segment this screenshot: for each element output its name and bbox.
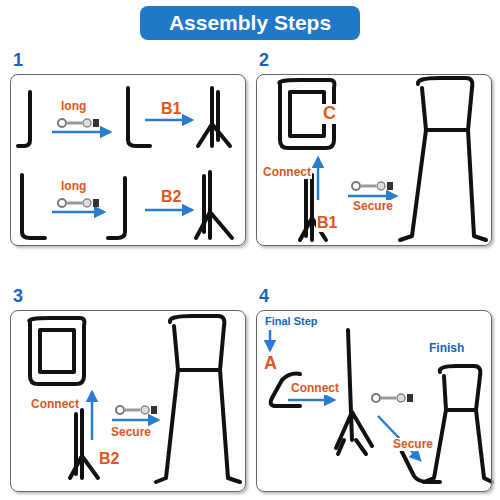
part-name: B2 xyxy=(98,450,120,468)
step-label: Secure xyxy=(110,426,152,439)
stand-parts xyxy=(196,172,232,238)
step-arrows xyxy=(317,158,320,200)
step-number: 2 xyxy=(259,50,269,71)
step-label: Finish xyxy=(428,342,465,355)
step-label: Connect xyxy=(262,166,312,179)
step-arrows xyxy=(52,211,104,214)
part-name: B1 xyxy=(316,214,338,232)
bolt-icons xyxy=(352,182,393,190)
stand-parts xyxy=(128,88,150,146)
stand-parts xyxy=(70,410,98,478)
bolt-icons xyxy=(58,199,99,207)
part-name: B1 xyxy=(160,100,182,118)
stand-parts xyxy=(18,92,30,146)
stand-parts xyxy=(424,366,492,482)
step-panel: 4 xyxy=(256,310,492,492)
part-name: B2 xyxy=(160,188,182,206)
stand-parts xyxy=(22,175,45,238)
length-note: long xyxy=(60,180,87,193)
step-arrows xyxy=(112,419,158,422)
step-arrows xyxy=(145,209,192,212)
step-label: Connect xyxy=(290,382,340,395)
step-number: 4 xyxy=(259,286,269,307)
stand-parts xyxy=(336,330,372,454)
stand-parts xyxy=(18,78,492,482)
step-label: Connect xyxy=(30,398,80,411)
stand-parts xyxy=(290,92,324,136)
part-name: C xyxy=(322,104,337,124)
step-label: Secure xyxy=(352,200,394,213)
length-note: long xyxy=(60,100,87,113)
stand-parts xyxy=(108,178,125,238)
step-arrows xyxy=(145,119,192,122)
step-number: 3 xyxy=(13,286,23,307)
step-arrows xyxy=(348,195,396,198)
step-label: Final Step xyxy=(264,315,319,327)
step-label: Secure xyxy=(392,438,434,451)
stand-parts xyxy=(29,318,84,384)
bolt-icons xyxy=(58,119,413,414)
stand-parts xyxy=(400,78,486,240)
bolt-icons xyxy=(372,394,413,402)
step-panel: 2 xyxy=(256,74,492,246)
bolt-icons xyxy=(116,406,157,414)
step-number: 1 xyxy=(13,50,23,71)
step-arrows xyxy=(269,330,272,350)
stand-parts xyxy=(198,88,230,146)
part-name: A xyxy=(263,354,278,374)
bolt-icons xyxy=(58,119,99,127)
step-panel: 1 xyxy=(10,74,246,246)
step-arrows xyxy=(52,131,110,134)
step-arrows xyxy=(91,392,94,440)
stand-parts xyxy=(156,316,240,482)
step-arrows xyxy=(288,399,334,402)
title-banner: Assembly Steps xyxy=(140,6,360,40)
step-arrows xyxy=(52,120,420,460)
stand-parts xyxy=(40,330,74,372)
